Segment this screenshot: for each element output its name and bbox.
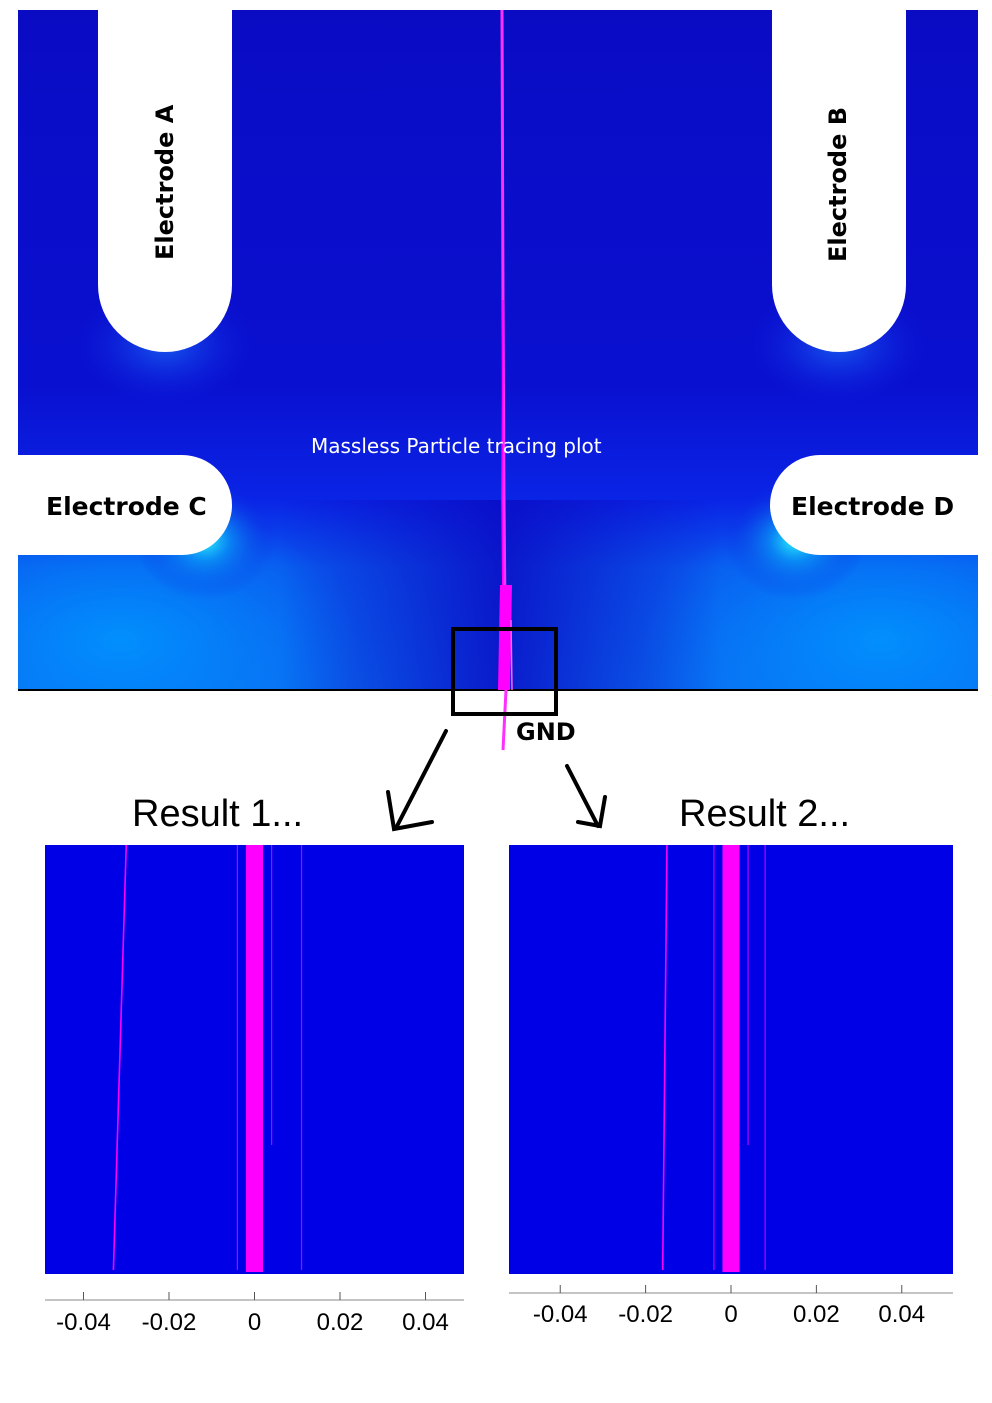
x-tick-label: -0.04 [533,1301,588,1328]
electrode-d-label: Electrode D [791,492,954,521]
result-1-panel: Result 1... -0.04 -0.02 0 0.02 0.04 [45,793,464,1336]
x-tick-label: 0.02 [317,1309,364,1336]
result-2-panel: Result 2... -0.04 -0.02 0 0.02 0.04 [509,793,953,1328]
field-plot [18,10,978,690]
x-tick-label: -0.04 [56,1309,111,1336]
particle-trace [498,9,513,751]
trace-line [112,844,128,1271]
trace-line [661,844,668,1271]
result-1-title: Result 1... [132,793,303,835]
electrode-d-shape [770,455,978,555]
electrode-c-shape [18,455,232,555]
electrode-b-shape [772,10,906,352]
x-tick-label: -0.02 [618,1301,673,1328]
result-2-traces [661,844,766,1272]
electrode-b-label: Electrode B [824,107,852,262]
electrode-a-shape [98,10,232,352]
x-tick-label: 0.02 [793,1301,840,1328]
x-tick-label: 0.04 [402,1309,449,1336]
electrode-a-label: Electrode A [151,104,179,260]
gnd-label: GND [516,718,576,746]
trace-beam [245,845,264,1272]
x-tick-label: 0.04 [878,1301,925,1328]
arrow-right [565,764,607,829]
result-2-ticks: -0.04 -0.02 0 0.02 0.04 [533,1285,925,1328]
result-2-title: Result 2... [679,793,850,835]
electrode-c-label: Electrode C [46,492,207,521]
x-tick-label: 0 [248,1309,261,1336]
result-1-ticks: -0.04 -0.02 0 0.02 0.04 [56,1292,449,1336]
arrow-left [386,729,448,832]
plot-caption: Massless Particle tracing plot [311,434,602,458]
x-tick-label: 0 [724,1301,737,1328]
x-tick-label: -0.02 [142,1309,197,1336]
trace-beam [722,845,740,1272]
zoom-box [451,627,558,716]
result-1-traces [112,844,303,1272]
